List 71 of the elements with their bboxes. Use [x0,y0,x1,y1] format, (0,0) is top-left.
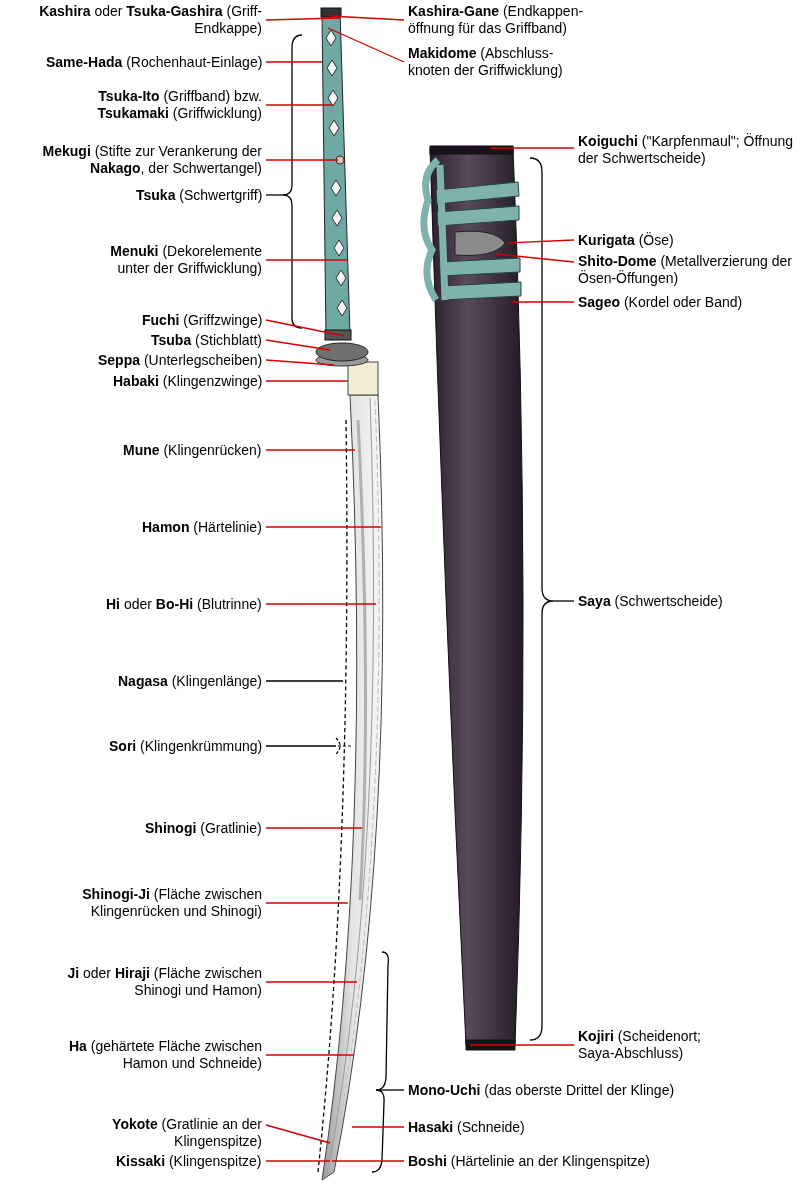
part-label: Mekugi (Stifte zur Verankerung der Nakago, der Schwertangel) [34,143,262,177]
part-label: Mune (Klingenrücken) [123,441,262,459]
scabbard-drawing [420,145,524,1051]
leader-line [265,745,337,747]
part-label: Hasaki (Schneide) [408,1118,525,1136]
part-label: Kissaki (Klingenspitze) [116,1152,262,1170]
leader-line [375,1089,405,1091]
part-label: Hi oder Bo-Hi (Blutrinne) [106,595,262,613]
part-label: Tsuka-Ito (Griffband) bzw. Tsukamaki (Griffwicklung) [67,88,262,122]
leader-line [489,147,575,149]
part-label: Shinogi (Gratlinie) [145,819,262,837]
part-label: Koiguchi ("Karpfenmaul"; Öffnung der Schwertscheide) [578,133,796,167]
leader-line [265,339,331,351]
leader-line [552,600,575,602]
leader-line [265,319,345,337]
part-label: Kashira oder Tsuka-Gashira (Griff-Endkappe) [22,3,262,37]
part-label: Habaki (Klingenzwinge) [113,372,263,390]
part-label: Seppa (Unterlegscheiben) [98,351,263,369]
leader-line [265,380,349,382]
part-label: Fuchi (Griffzwinge) [142,311,263,329]
part-label: Shito-Dome (Metallverzierung der Ösen-Öffungen) [578,253,800,287]
part-label: Ha (gehärtete Fläche zwischen Hamon und Schneide) [46,1038,262,1072]
leader-line [504,239,575,244]
leader-line [265,194,284,196]
leader-line [327,27,405,63]
part-label: Ji oder Hiraji (Fläche zwischen Shinogi und Hamon) [46,965,262,999]
part-label: Hamon (Härtelinie) [142,518,262,536]
part-label: Saya (Schwertscheide) [578,592,723,610]
part-label: Makidome (Abschluss-knoten der Griffwicklung) [408,45,593,79]
part-label: Kojiri (Scheidenort; Saya-Abschluss) [578,1028,738,1062]
part-label: Sori (Klingenkrümmung) [109,737,263,755]
part-label: Same-Hada (Rochenhaut-Einlage) [46,53,263,71]
leader-line [495,253,575,263]
leader-line [265,61,323,63]
leader-line [329,15,405,21]
leader-line [265,1160,331,1162]
leader-line [265,981,358,983]
katana-drawing [315,7,384,1181]
dimension-line [335,737,353,755]
part-label: Kashira-Gane (Endkappen-öffnung für das Griffband) [408,3,603,37]
leader-line [265,17,341,21]
leader-line [351,1126,405,1128]
leader-line [469,1044,575,1046]
part-label: Nagasa (Klingenlänge) [118,672,262,690]
dimension-line [317,419,348,1173]
part-label: Tsuba (Stichblatt) [151,331,262,349]
leader-line [265,359,335,366]
leader-line [265,526,382,528]
part-label: Boshi (Härtelinie an der Klingenspitze) [408,1152,650,1170]
leader-line [265,449,356,451]
leader-line [331,1160,405,1162]
part-label: Kurigata (Öse) [578,231,674,249]
part-label: Yokote (Gratlinie an der Klingenspitze) [86,1116,262,1150]
leader-line [265,159,339,161]
part-label: Shinogi-Ji (Fläche zwischen Klingenrücken und Shinogi) [40,886,262,920]
bracket [282,34,303,329]
leader-line [265,104,334,106]
part-label: Menuki (Dekorelemente unter der Griffwicklung) [80,243,262,277]
leader-line [511,301,575,303]
leader-line [265,680,344,682]
part-label: Tsuka (Schwertgriff) [136,186,263,204]
leader-line [265,902,349,904]
leader-line [265,1054,355,1056]
leader-line [265,259,349,261]
bracket [371,951,390,1173]
part-label: Mono-Uchi (das oberste Drittel der Klinge) [408,1081,675,1099]
part-label: Sageo (Kordel oder Band) [578,293,743,311]
leader-line [265,1124,331,1144]
bracket [529,157,554,1041]
leader-line [265,827,363,829]
leader-line [265,603,377,605]
